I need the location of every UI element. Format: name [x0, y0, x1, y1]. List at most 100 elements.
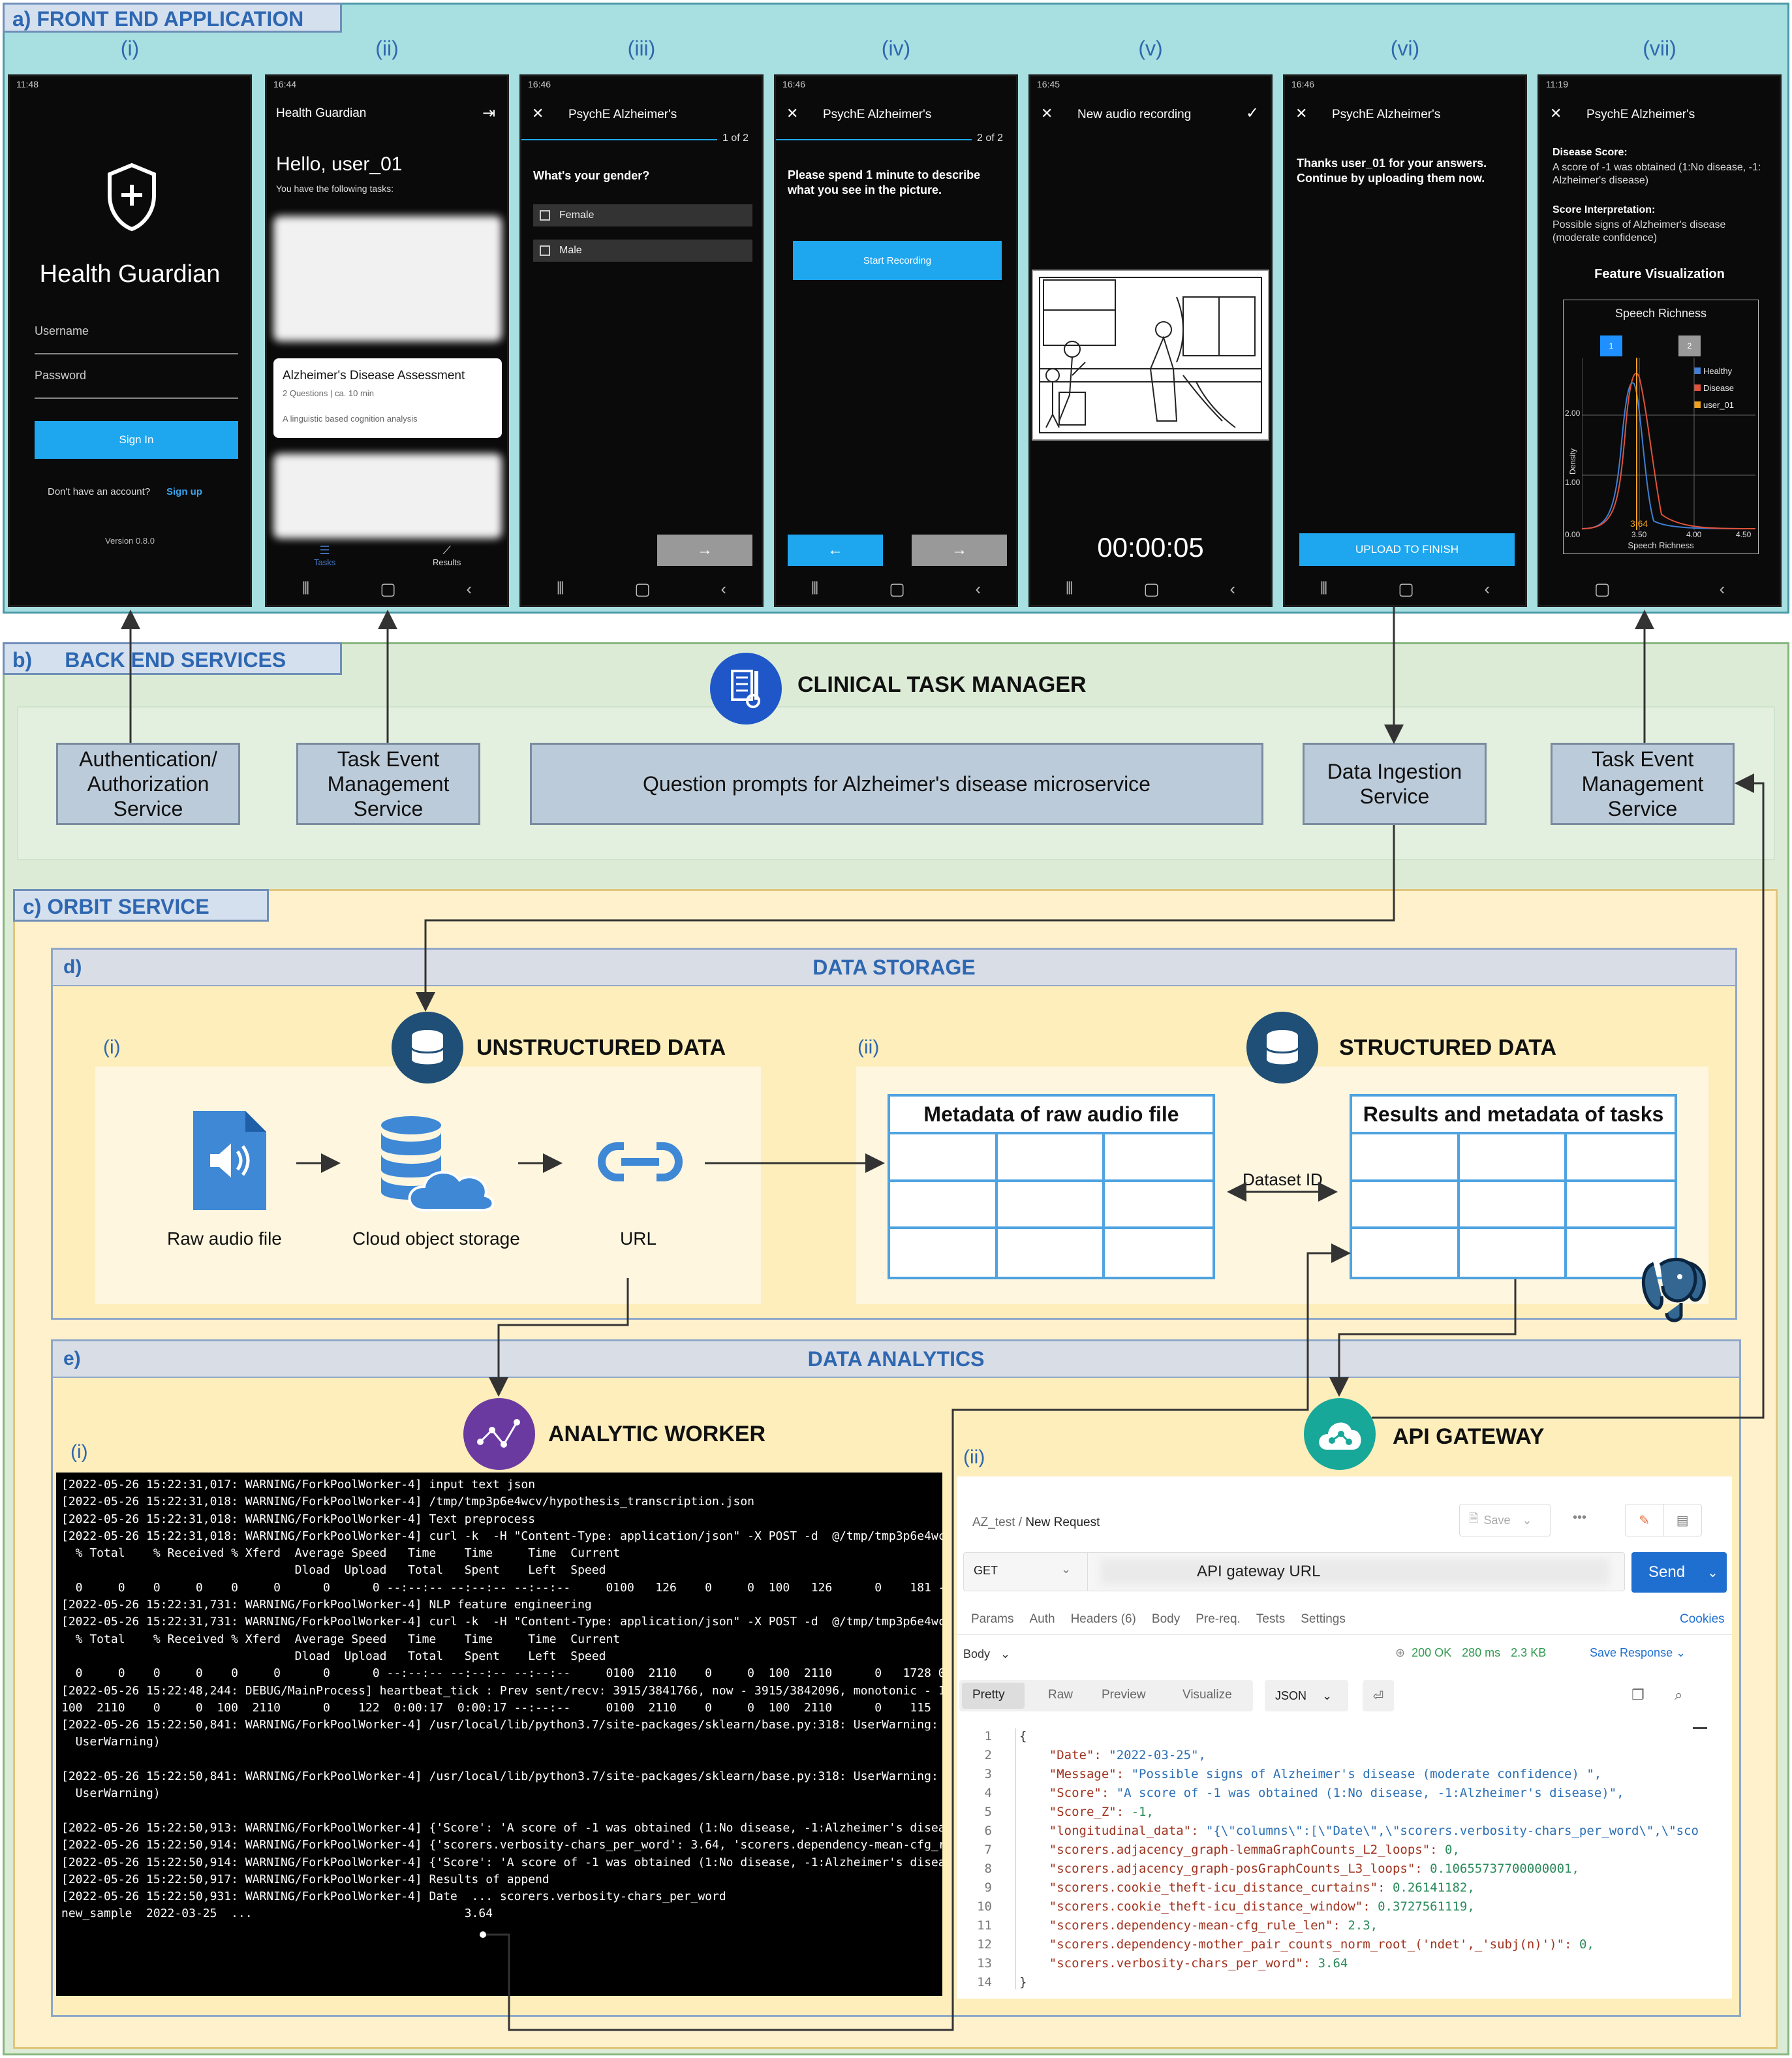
- scroll-marker: [1693, 1727, 1707, 1729]
- send-button[interactable]: Send⌄: [1631, 1552, 1727, 1593]
- data-analytics-title: DATA ANALYTICS: [807, 1347, 985, 1371]
- chart-toggle-1[interactable]: 1: [1600, 335, 1622, 356]
- task-card-meta: 2 Questions | ca. 10 min: [283, 388, 374, 398]
- tab-results[interactable]: ⟋Results: [433, 544, 461, 567]
- recent-apps-icon[interactable]: ⦀: [1320, 578, 1328, 598]
- next-arrow-button[interactable]: →: [657, 535, 752, 566]
- option-female[interactable]: Female: [533, 204, 752, 226]
- home-icon[interactable]: ▢: [1594, 578, 1611, 599]
- home-icon[interactable]: ▢: [1398, 578, 1414, 599]
- cylinder-icon: [1265, 1030, 1299, 1065]
- home-icon[interactable]: ▢: [1143, 578, 1160, 599]
- table-row: 5: [984, 1805, 992, 1819]
- close-icon[interactable]: ✕: [786, 105, 799, 121]
- table-row: 11: [977, 1918, 992, 1933]
- view-preview[interactable]: Preview: [1102, 1688, 1146, 1702]
- chart-toggle-2[interactable]: 2: [1678, 335, 1701, 356]
- results-table: Results and metadata of tasks: [1350, 1094, 1677, 1279]
- tab-settings[interactable]: Settings: [1301, 1612, 1346, 1626]
- terminal-lines: [2022-05-26 15:22:31,017: WARNING/ForkPo…: [61, 1476, 942, 1923]
- score-label: Disease Score:: [1553, 147, 1628, 158]
- back-icon[interactable]: ‹: [1484, 578, 1491, 599]
- close-icon[interactable]: ✕: [532, 105, 544, 121]
- tab-prereq[interactable]: Pre-req.: [1196, 1612, 1241, 1626]
- wrap-icon[interactable]: ⏎: [1363, 1680, 1394, 1711]
- cookies-link[interactable]: Cookies: [1680, 1612, 1725, 1626]
- back-icon[interactable]: ‹: [1229, 578, 1236, 599]
- save-button[interactable]: 🗎Save⌄: [1459, 1504, 1551, 1536]
- checkmark-icon[interactable]: ✓: [1246, 104, 1259, 122]
- recent-apps-icon[interactable]: ⦀: [811, 578, 819, 598]
- more-options-icon[interactable]: •••: [1573, 1510, 1587, 1525]
- back-icon[interactable]: ‹: [466, 578, 472, 599]
- home-icon[interactable]: ▢: [380, 578, 396, 599]
- url-input[interactable]: API gateway URL: [1197, 1563, 1321, 1580]
- y-tick: 1.00: [1565, 478, 1581, 487]
- upload-button[interactable]: UPLOAD TO FINISH: [1299, 533, 1515, 566]
- tab-body[interactable]: Body: [1151, 1612, 1181, 1626]
- shield-icon: [108, 163, 156, 232]
- copy-icon[interactable]: ❐: [1631, 1687, 1645, 1703]
- back-arrow-button[interactable]: ←: [788, 535, 883, 566]
- recent-apps-icon[interactable]: ⦀: [301, 578, 310, 598]
- table-row: "Date": "2022-03-25",: [1019, 1746, 1728, 1765]
- checkbox-icon: [540, 210, 550, 221]
- search-icon[interactable]: ⌕: [1675, 1687, 1683, 1703]
- section-a-label: a) FRONT END APPLICATION: [12, 7, 304, 31]
- sign-in-button[interactable]: Sign In: [35, 421, 238, 459]
- logout-icon[interactable]: ⇥: [482, 104, 496, 122]
- response-body-select[interactable]: Body⌄: [963, 1647, 1010, 1661]
- save-response-button[interactable]: Save Response ⌄: [1590, 1646, 1686, 1660]
- close-icon[interactable]: ✕: [1295, 105, 1308, 121]
- username-field[interactable]: Username: [35, 324, 89, 337]
- user-marker-value: 3.64: [1630, 518, 1648, 529]
- recent-apps-icon[interactable]: ⦀: [1065, 578, 1074, 598]
- tab-tests[interactable]: Tests: [1256, 1612, 1286, 1626]
- json-key: "scorers.verbosity-chars_per_word":: [1019, 1956, 1318, 1971]
- sign-up-link[interactable]: Sign up: [166, 486, 202, 497]
- tab-params[interactable]: Params: [971, 1612, 1014, 1626]
- json-value: "{\"columns\":[\"Date\",\"scorers.verbos…: [1205, 1824, 1699, 1838]
- json-key: "scorers.dependency-mother_pair_counts_n…: [1019, 1937, 1579, 1952]
- task-card-alzheimers[interactable]: Alzheimer's Disease Assessment 2 Questio…: [273, 358, 502, 438]
- comment-icon[interactable]: ▤: [1676, 1513, 1689, 1528]
- tab-tasks[interactable]: ☰Tasks: [314, 544, 335, 567]
- view-pretty[interactable]: Pretty: [972, 1688, 1005, 1702]
- back-icon[interactable]: ‹: [720, 578, 727, 599]
- android-nav-bar: ⦀ ▢ ‹: [1285, 572, 1525, 605]
- start-recording-button[interactable]: Start Recording: [793, 241, 1002, 280]
- status-bar: 16:45: [1037, 79, 1060, 89]
- checkbox-icon: [540, 245, 550, 256]
- status-bar: 11:19: [1546, 79, 1568, 89]
- next-arrow-button[interactable]: →: [912, 535, 1007, 566]
- breadcrumb-request[interactable]: New Request: [1025, 1516, 1100, 1529]
- breadcrumb-collection[interactable]: AZ_test: [972, 1516, 1015, 1529]
- option-male[interactable]: Male: [533, 240, 752, 262]
- back-icon[interactable]: ‹: [1719, 578, 1725, 599]
- pencil-icon[interactable]: ✎: [1626, 1505, 1664, 1536]
- table-row: [2022-05-26 15:22:31,731: WARNING/ForkPo…: [61, 1615, 942, 1629]
- chevron-down-icon: ⌄: [1522, 1513, 1532, 1527]
- close-icon[interactable]: ✕: [1041, 105, 1053, 121]
- worker-terminal-log: [2022-05-26 15:22:31,017: WARNING/ForkPo…: [56, 1473, 942, 1996]
- view-visualize[interactable]: Visualize: [1182, 1688, 1232, 1702]
- home-icon[interactable]: ▢: [634, 578, 651, 599]
- table-row: 3: [984, 1767, 992, 1781]
- json-value: "2022-03-25",: [1109, 1748, 1206, 1762]
- task-card-title: Alzheimer's Disease Assessment: [283, 369, 465, 382]
- close-icon[interactable]: ✕: [1550, 105, 1562, 121]
- tab-headers[interactable]: Headers (6): [1070, 1612, 1136, 1626]
- method-select[interactable]: GET: [974, 1564, 998, 1577]
- recent-apps-icon[interactable]: ⦀: [556, 578, 564, 598]
- home-icon[interactable]: ▢: [889, 578, 905, 599]
- password-field[interactable]: Password: [35, 369, 87, 382]
- tab-auth[interactable]: Auth: [1029, 1612, 1055, 1626]
- option-label: Male: [559, 245, 582, 256]
- back-icon[interactable]: ‹: [975, 578, 981, 599]
- phone-label: (vii): [1643, 37, 1676, 60]
- auth-service-box: Authentication/ Authorization Service: [56, 743, 240, 825]
- save-response-label: Save Response: [1590, 1646, 1673, 1659]
- view-raw[interactable]: Raw: [1048, 1688, 1074, 1702]
- format-select[interactable]: JSON⌄: [1265, 1680, 1348, 1711]
